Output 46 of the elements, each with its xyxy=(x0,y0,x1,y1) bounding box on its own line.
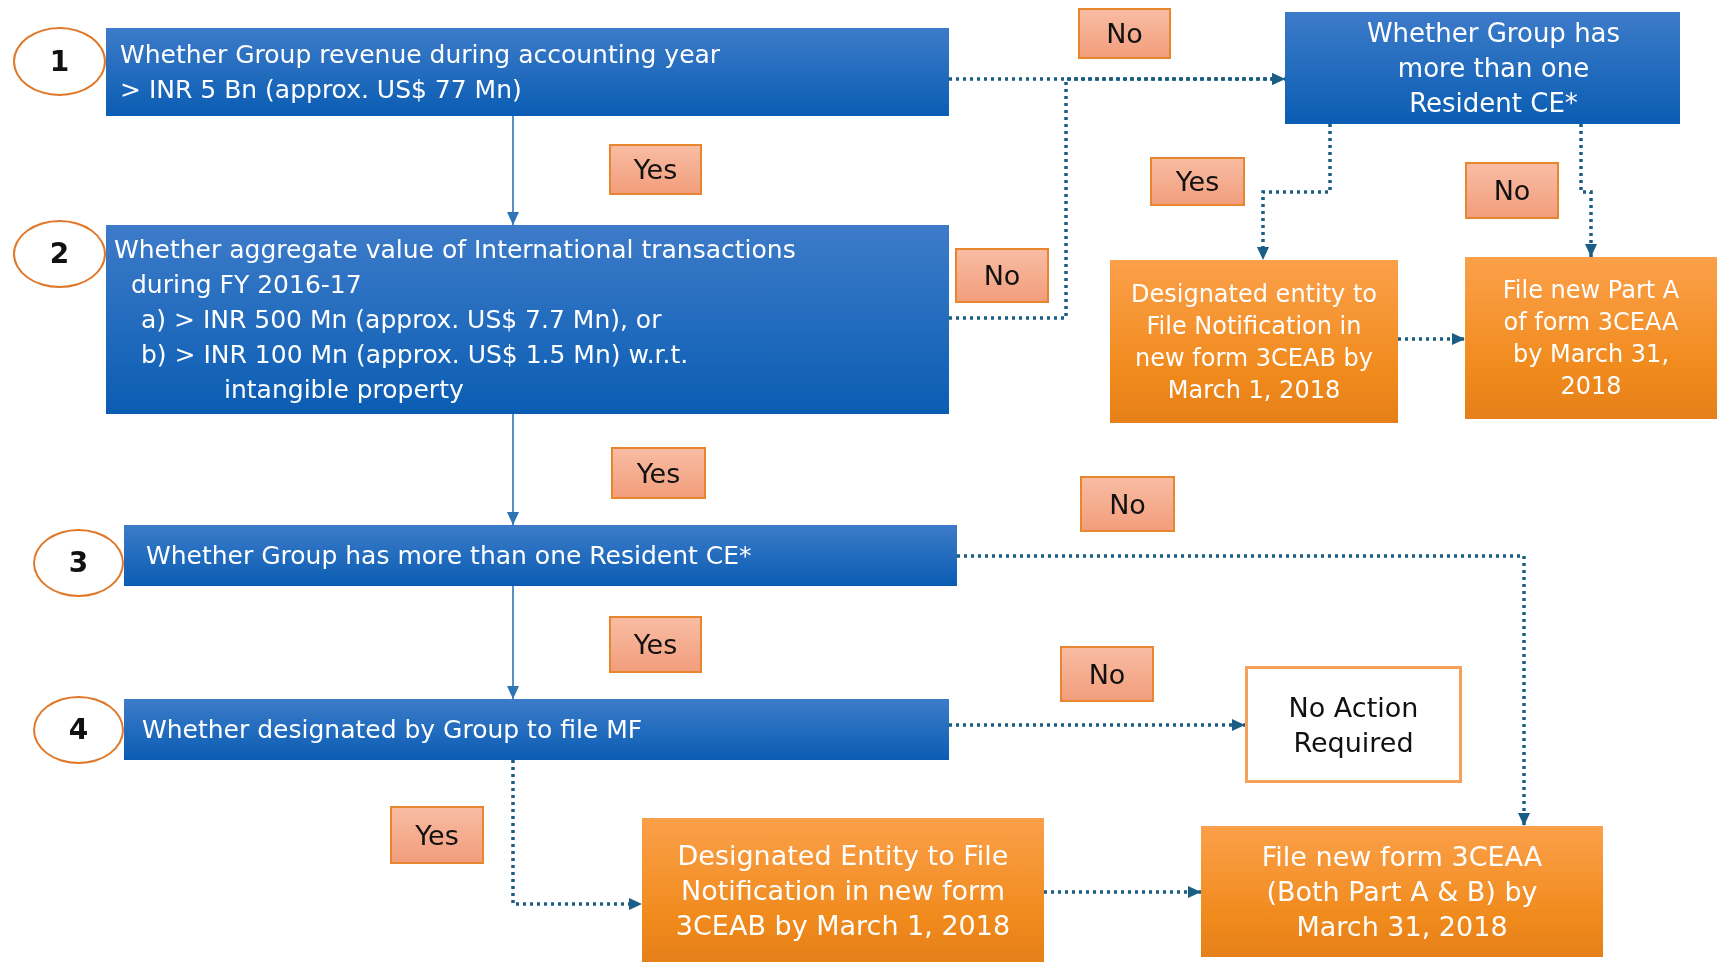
action-text: Designated entity to File Notification in new form 3CEAB by March 1, 2018 xyxy=(1130,278,1378,406)
dotted-arrow xyxy=(949,719,1245,731)
edge-label: Yes xyxy=(1150,157,1245,206)
edge-label: Yes xyxy=(609,144,702,195)
dotted-arrow xyxy=(1398,333,1465,345)
step-number: 1 xyxy=(49,44,70,79)
question-text: Whether Group has more than one Resident CE* xyxy=(1365,16,1622,120)
action-text: File new Part A of form 3CEAA by March 31, 2018 xyxy=(1501,275,1681,402)
decision-box xyxy=(1285,12,1680,124)
question-text: Whether Group revenue during accounting year > INR 5 Bn (approx. US$ 77 Mn) xyxy=(120,39,722,106)
action-box xyxy=(1465,257,1717,419)
arrow xyxy=(507,585,519,700)
action-text: Designated Entity to File Notification in new form 3CEAB by March 1, 2018 xyxy=(674,838,1012,943)
outcome-text: No Action Required xyxy=(1287,690,1420,760)
decision-box xyxy=(124,699,949,760)
action-box xyxy=(1110,260,1398,423)
dotted-arrow xyxy=(511,760,642,910)
dotted-arrow xyxy=(1257,124,1332,260)
arrow xyxy=(507,413,519,526)
dotted-arrow xyxy=(949,73,1285,320)
dotted-arrow xyxy=(957,554,1530,826)
edge-label: No xyxy=(1078,8,1171,59)
decision-box xyxy=(124,525,957,586)
outcome-box xyxy=(1245,666,1462,783)
question-text: a) > INR 500 Mn (approx. US$ 7.7 Mn), or xyxy=(140,304,662,336)
step-number: 2 xyxy=(49,237,70,271)
question-text: Whether designated by Group to file MF xyxy=(142,714,643,746)
question-text: b) > INR 100 Mn (approx. US$ 1.5 Mn) w.r.t. intangible property xyxy=(140,339,690,406)
decision-box xyxy=(106,28,949,116)
step-number: 4 xyxy=(68,713,89,747)
question-text: Whether Group has more than one Resident CE* xyxy=(146,540,752,572)
action-box xyxy=(1201,826,1603,957)
edge-label: No xyxy=(1060,646,1154,702)
edge-label: Yes xyxy=(611,447,706,499)
edge-label: No xyxy=(1080,476,1175,532)
edge-label: No xyxy=(1465,162,1559,219)
edge-label: No xyxy=(955,248,1049,303)
edge-label: Yes xyxy=(609,616,702,673)
dotted-arrow xyxy=(1579,124,1597,257)
edge-label: Yes xyxy=(390,806,484,864)
action-box xyxy=(642,818,1044,962)
dotted-arrow xyxy=(1044,886,1201,898)
step-number: 3 xyxy=(68,546,89,580)
arrow xyxy=(507,115,519,226)
decision-box xyxy=(106,225,949,414)
action-text: File new form 3CEAA (Both Part A & B) by March 31, 2018 xyxy=(1260,840,1544,944)
